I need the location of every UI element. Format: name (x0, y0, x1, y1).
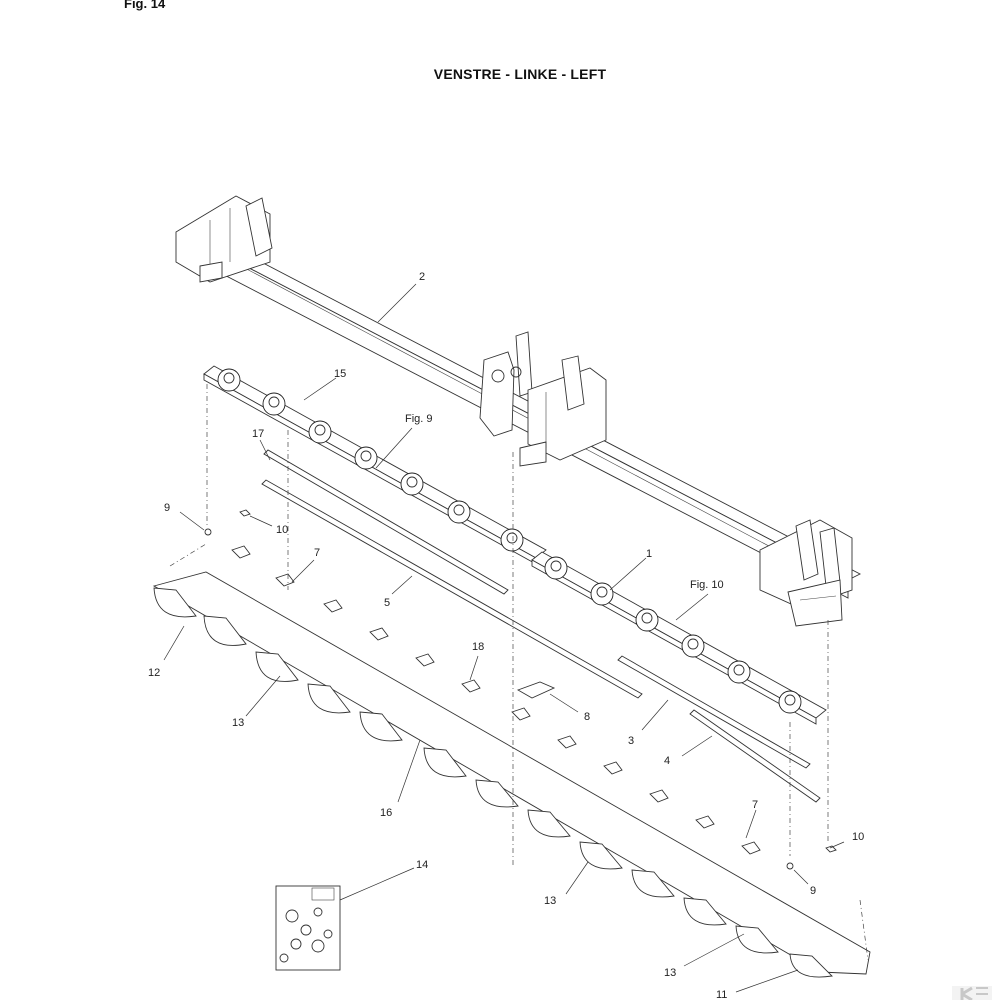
callout-fig10: Fig. 10 (690, 579, 724, 591)
callout-11: 11 (716, 989, 727, 1000)
knife-holders (231, 545, 761, 855)
callout-4: 4 (664, 755, 670, 767)
callouts: 2 15 Fig. 9 17 9 10 7 1 Fig. 10 5 18 12 … (148, 271, 864, 1000)
callout-16: 16 (380, 807, 392, 819)
callout-10-left: 10 (276, 524, 288, 536)
callout-3: 3 (628, 735, 634, 747)
callout-17: 17 (252, 428, 264, 440)
callout-13-right: 13 (664, 967, 676, 979)
construction-lines (169, 384, 869, 961)
figure-number: Fig. 14 (124, 0, 166, 11)
disc-hubs-right (544, 556, 802, 714)
callout-10-right: 10 (852, 831, 864, 843)
callout-fig9: Fig. 9 (405, 413, 433, 425)
callout-12: 12 (148, 667, 160, 679)
cover-plate (516, 681, 556, 699)
bolts-nuts (204, 509, 837, 870)
callout-1: 1 (646, 548, 652, 560)
disc-hubs-left (217, 368, 524, 552)
callout-15: 15 (334, 368, 346, 380)
skid-discs (152, 571, 871, 978)
callout-13-left: 13 (232, 717, 244, 729)
callout-18: 18 (472, 641, 484, 653)
callout-2: 2 (419, 271, 425, 283)
callout-7-right: 7 (752, 799, 758, 811)
page-title: VENSTRE - LINKE - LEFT (433, 66, 607, 82)
cutterbar-right (531, 551, 827, 725)
cutterbar-left (203, 365, 547, 565)
callout-13-mid: 13 (544, 895, 556, 907)
callout-14: 14 (416, 859, 428, 871)
leader-lines (163, 283, 845, 993)
callout-5: 5 (384, 597, 390, 609)
callout-9-right: 9 (810, 885, 816, 897)
main-frame-beam (175, 195, 861, 627)
wear-strips (261, 449, 821, 803)
callout-9-left: 9 (164, 502, 170, 514)
callout-8: 8 (584, 711, 590, 723)
callout-7-top: 7 (314, 547, 320, 559)
hardware-bag (275, 885, 341, 971)
brand-k-logo (952, 986, 992, 1000)
